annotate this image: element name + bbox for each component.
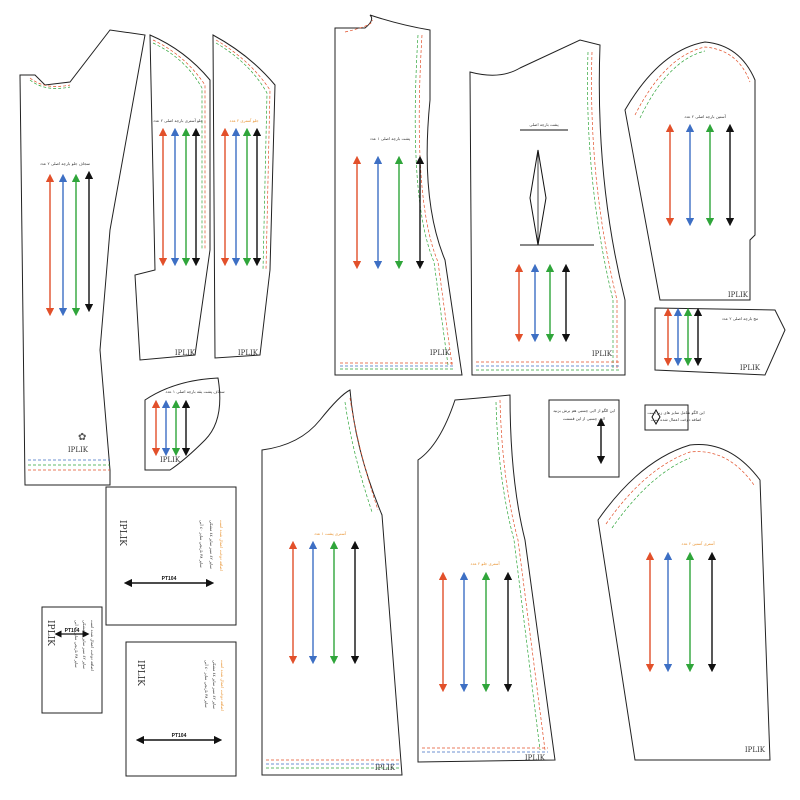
info-line-3: اضافه دوخت اعمال شده است [90,620,95,671]
piece-cuff: مچ بارچه اصلی ٢ عدد IPLIK [654,307,786,376]
diamond-note-box: این الگو شامل سایز های زیر است اضافه دوخ… [644,404,705,431]
piece-sleeve-main: آستین بارچه اصلی ٢ عدد IPLIK [624,41,756,301]
front-lining-b-label: جلو آستری ٢ عدد [229,118,259,123]
brand-logo: IPLIK [175,349,196,357]
diamond-icon [651,408,661,426]
piece-sleeve-lining: آستری آستین ٢ عدد IPLIK [597,443,771,761]
brand-logo: IPLIK [117,520,127,546]
product-code: PT104 [172,733,187,739]
front-lining-c-label: آستری جلو ٢ عدد [470,561,500,566]
brand-logo: IPLIK [160,456,181,464]
brand-logo: IPLIK [525,754,546,762]
info-line-1: سایز ٣٨ نارنجی سایز ٤٠ آبی [74,620,79,668]
piece-back-neck-facing: سجاف پشت یقه بارچه اصلی ١ عدد IPLIK [144,377,225,471]
product-code: PT104 [162,576,177,582]
interfacing-box-a: IPLIK سایز ٣٨ نارنجی سایز ٤٠ آبی سایز ٤٢… [105,486,237,626]
note-box: این الگو از لایی چسبی هم برش بزنید لایی … [548,399,620,478]
note-line-1: این الگو از لایی چسبی هم برش بزنید [553,408,615,413]
info-line-3: اضافه دوخت اعمال شده است [219,520,224,571]
info-line-3: اضافه دوخت اعمال شده است [220,660,225,711]
label-card-small: IPLIK سایز ٣٨ نارنجی سایز ٤٠ آبی سایز ٤٢… [41,606,103,714]
piece-back-main: پشت بارچه اصلی ١ عدد IPLIK [334,14,463,376]
brand-logo: IPLIK [592,350,613,358]
info-line-1: سایز ٣٨ نارنجی سایز ٤٠ آبی [204,660,209,708]
piece-back-dart: پشت بارچه اصلی IPLIK [469,39,626,376]
brand-logo: IPLIK [238,349,259,357]
product-code: PT104 [65,628,80,634]
brand-logo: IPLIK [728,291,749,299]
piece-front-lining-c: آستری جلو ٢ عدد IPLIK [417,394,556,763]
cuff-label: مچ بارچه اصلی ٢ عدد [722,316,758,321]
rose-icon: ✿ [78,432,86,443]
brand-logo: IPLIK [68,446,89,454]
grain-arrows [45,170,94,317]
info-line-2: سایز ٤٢ سبز سایز ٤٤ مشکی [82,620,87,669]
info-line-2: سایز ٤٢ سبز سایز ٤٤ مشکی [212,660,217,709]
piece-front-lining: جلو آستری بارچه اصلی ٢ عدد IPLIK [134,34,211,361]
note-line-2: لایی چسبی از این قسمت [563,416,605,421]
piece-back-lining: آستری پشت ١ عدد IPLIK [261,389,403,776]
diamond-note-line-1: این الگو شامل سایز های زیر است [647,410,704,415]
back-dart-label: پشت بارچه اصلی [529,122,558,127]
sleeve-lining-label: آستری آستین ٢ عدد [681,541,715,546]
brand-logo: IPLIK [745,746,766,754]
brand-logo: IPLIK [375,764,396,772]
info-line-1: سایز ٣٨ نارنجی سایز ٤٠ آبی [199,520,204,568]
piece-front-facing: سجاف جلو بارچه اصلی ٢ عدد IPLIK ✿ [19,29,146,486]
front-facing-label: سجاف جلو بارچه اصلی ٢ عدد [40,161,91,166]
diamond-note-line-2: اضافه دوخت اعمال شده است [651,417,702,422]
brand-logo: IPLIK [740,364,761,372]
back-main-label: پشت بارچه اصلی ١ عدد [370,136,410,141]
sleeve-main-label: آستین بارچه اصلی ٢ عدد [684,114,726,119]
back-neck-facing-label: سجاف پشت یقه بارچه اصلی ١ عدد [165,389,225,394]
interfacing-box-c: IPLIK سایز ٣٨ نارنجی سایز ٤٠ آبی سایز ٤٢… [125,641,237,777]
brand-logo: IPLIK [45,620,55,646]
front-lining-label: جلو آستری بارچه اصلی ٢ عدد [153,118,203,123]
piece-front-lining-b: جلو آستری ٢ عدد IPLIK [212,34,276,359]
back-lining-label: آستری پشت ١ عدد [314,531,347,536]
brand-logo: IPLIK [430,349,451,357]
info-line-2: سایز ٤٢ سبز سایز ٤٤ مشکی [209,520,214,569]
brand-logo: IPLIK [135,660,145,686]
